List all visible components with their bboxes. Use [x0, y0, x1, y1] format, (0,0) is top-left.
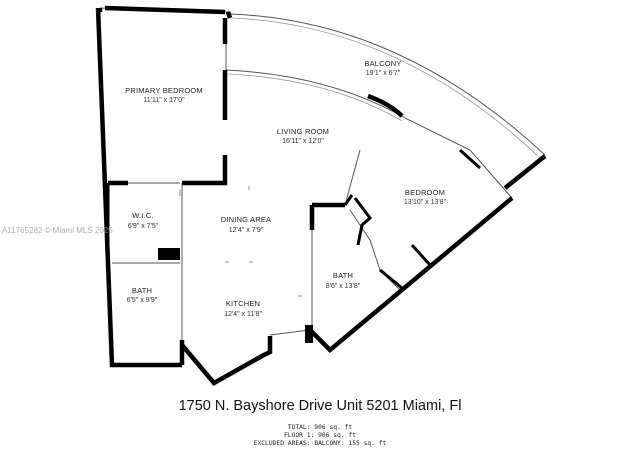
area-floor-1: FLOOR 1: 906 sq. ft [283, 432, 357, 439]
property-address: 1750 N. Bayshore Drive Unit 5201 Miami, … [178, 398, 462, 414]
window-lines [227, 17, 541, 159]
thin-walls [99, 7, 546, 340]
room-dims-dining-area: 12'4" x 7'9" [229, 227, 264, 234]
room-dims-living-room: 16'11" x 12'0" [282, 138, 324, 145]
room-name-bedroom: BEDROOM [405, 188, 445, 197]
room-name-balcony: BALCONY [364, 59, 401, 68]
room-labels: PRIMARY BEDROOM 11'11" x 17'0" BALCONY 1… [125, 59, 447, 318]
room-dims-bath-right: 8'6" x 13'8" [326, 283, 361, 290]
room-dims-primary-bedroom: 11'11" x 17'0" [143, 97, 185, 104]
room-dims-bedroom: 13'10" x 13'8" [404, 199, 447, 206]
room-name-bath-left: BATH [132, 286, 152, 295]
room-dims-balcony: 19'1" x 6'7" [366, 70, 401, 77]
door-markers [179, 186, 302, 297]
room-name-kitchen: KITCHEN [226, 299, 260, 308]
room-dims-kitchen: 12'4" x 11'8" [224, 311, 262, 318]
fixture-block [305, 325, 313, 343]
room-name-wic: W.I.C. [132, 211, 154, 220]
mls-watermark: A11765282 © Miami MLS 2025 [2, 226, 113, 235]
area-excluded: EXCLUDED AREAS: BALCONY: 155 sq. ft [253, 440, 387, 447]
room-dims-bath-left: 6'5" x 9'9" [127, 297, 158, 304]
room-dims-wic: 6'9" x 7'5" [128, 223, 159, 230]
room-name-dining-area: DINING AREA [221, 215, 272, 224]
room-name-primary-bedroom: PRIMARY BEDROOM [125, 86, 203, 95]
exterior-walls [95, 5, 547, 386]
area-summary: TOTAL: 906 sq. ft FLOOR 1: 906 sq. ft EX… [0, 424, 640, 448]
fixture-block [158, 248, 180, 260]
room-name-living-room: LIVING ROOM [277, 127, 329, 136]
interior-walls [106, 148, 482, 290]
area-total: TOTAL: 906 sq. ft [287, 424, 353, 431]
room-name-bath-right: BATH [333, 271, 353, 280]
